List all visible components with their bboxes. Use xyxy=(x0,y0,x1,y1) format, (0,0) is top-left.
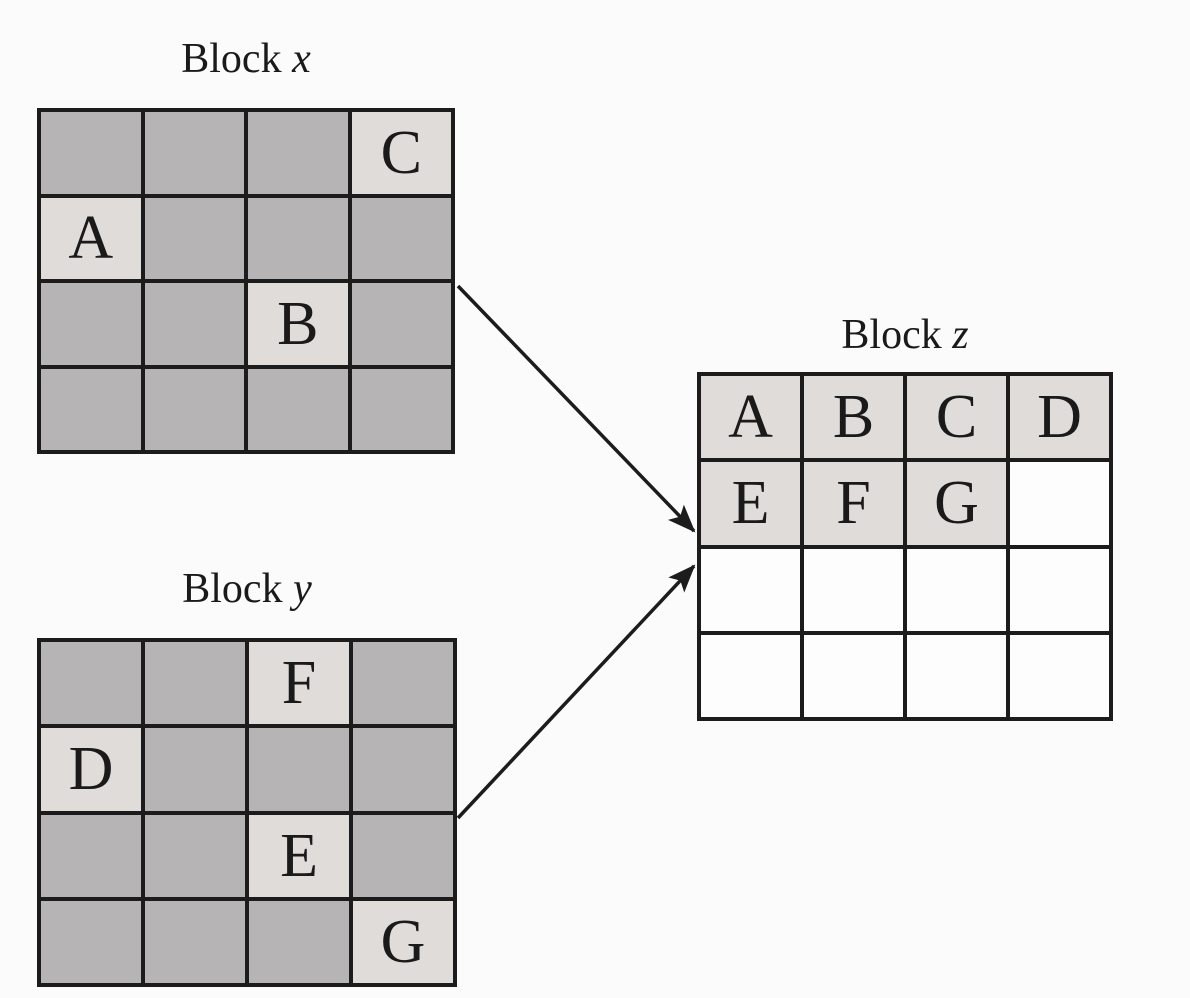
cell-z-r3c1 xyxy=(804,634,903,717)
cell-x-r3c0 xyxy=(41,368,141,450)
cell-y-r3c1 xyxy=(145,900,245,983)
block-x: Block x C A B xyxy=(37,35,455,454)
cell-y-r3c0 xyxy=(41,900,141,983)
cell-z-r2c0 xyxy=(701,548,800,631)
cell-x-r0c1 xyxy=(144,112,244,194)
cell-y-r2c0 xyxy=(41,814,141,897)
cell-y-r0c0 xyxy=(41,642,141,725)
cell-z-r3c3 xyxy=(1010,634,1109,717)
arrow-block-y-to-block-z xyxy=(456,564,696,820)
cell-x-r3c2 xyxy=(248,368,348,450)
cell-z-r2c3 xyxy=(1010,548,1109,631)
cell-z-r0c1: B xyxy=(804,376,903,459)
cell-x-r0c0 xyxy=(41,112,141,194)
cell-x-r3c1 xyxy=(144,368,244,450)
block-x-title: Block x xyxy=(37,35,455,83)
cell-z-r1c3 xyxy=(1010,462,1109,545)
cell-z-r0c0: A xyxy=(701,376,800,459)
cell-x-r2c0 xyxy=(41,283,141,365)
block-y-title-label: Block xyxy=(182,566,283,612)
cell-y-r1c0: D xyxy=(41,728,141,811)
cell-x-r0c3: C xyxy=(351,112,451,194)
block-x-grid: C A B xyxy=(37,108,455,454)
cell-x-r1c3 xyxy=(351,197,451,279)
cell-x-r2c1 xyxy=(144,283,244,365)
cell-y-r3c2 xyxy=(249,900,349,983)
cell-z-r1c0: E xyxy=(701,462,800,545)
cell-z-r1c1: F xyxy=(804,462,903,545)
cell-x-r1c2 xyxy=(248,197,348,279)
cell-z-r0c2: C xyxy=(907,376,1006,459)
block-y-title: Block y xyxy=(37,565,457,613)
cell-z-r3c2 xyxy=(907,634,1006,717)
cell-y-r2c2: E xyxy=(249,814,349,897)
block-z-title-variable: z xyxy=(952,312,969,358)
cell-y-r0c3 xyxy=(353,642,453,725)
cell-z-r2c2 xyxy=(907,548,1006,631)
block-x-title-variable: x xyxy=(292,36,311,82)
cell-y-r3c3: G xyxy=(353,900,453,983)
cell-y-r2c1 xyxy=(145,814,245,897)
cell-x-r2c3 xyxy=(351,283,451,365)
cell-x-r1c0: A xyxy=(41,197,141,279)
cell-z-r3c0 xyxy=(701,634,800,717)
cell-y-r2c3 xyxy=(353,814,453,897)
cell-x-r0c2 xyxy=(248,112,348,194)
cell-y-r1c3 xyxy=(353,728,453,811)
block-z-title: Block z xyxy=(697,311,1113,359)
cell-x-r3c3 xyxy=(351,368,451,450)
cell-x-r1c1 xyxy=(144,197,244,279)
cell-y-r1c2 xyxy=(249,728,349,811)
arrow-block-x-to-block-z xyxy=(456,284,696,533)
cell-y-r0c2: F xyxy=(249,642,349,725)
cell-z-r0c3: D xyxy=(1010,376,1109,459)
block-x-title-label: Block xyxy=(181,36,282,82)
cell-y-r1c1 xyxy=(145,728,245,811)
cell-y-r0c1 xyxy=(145,642,245,725)
block-z-title-label: Block xyxy=(841,312,942,358)
cell-z-r2c1 xyxy=(804,548,903,631)
cell-x-r2c2: B xyxy=(248,283,348,365)
cell-z-r1c2: G xyxy=(907,462,1006,545)
block-y-title-variable: y xyxy=(293,566,312,612)
